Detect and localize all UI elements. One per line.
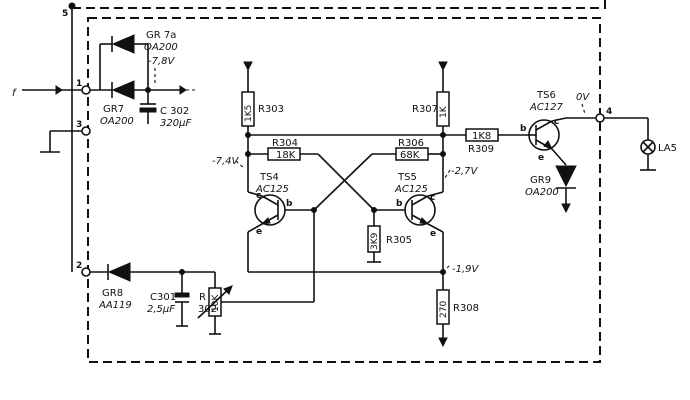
r307-name: R307 <box>412 104 438 115</box>
node-emitter-common <box>440 269 446 275</box>
ts6-type: AC127 <box>529 102 564 113</box>
capacitor-c301 <box>174 292 190 303</box>
wire-ts4-collector <box>247 191 263 197</box>
r304-value: 18K <box>276 150 296 161</box>
gr7a-name: GR 7a <box>146 30 176 41</box>
terminal-3-label: 3 <box>76 120 82 130</box>
ts4-pin-e: e <box>256 227 262 237</box>
wire-ts4-emitter-down <box>247 223 263 233</box>
lamp-la5 <box>640 139 656 155</box>
r302-wiper-arrowhead <box>223 285 233 295</box>
transistor-ts4 <box>254 194 286 226</box>
c301-name: C301 <box>150 292 176 303</box>
r307-value: 1K <box>439 105 449 118</box>
r306-name: R306 <box>398 138 424 149</box>
r308-value: 270 <box>439 301 449 318</box>
ts6-pin-b: b <box>520 124 527 134</box>
terminal-3 <box>81 126 91 136</box>
gr7-type: OA200 <box>100 116 134 127</box>
node-r306-right <box>440 151 446 157</box>
r302-name: R <box>199 292 206 303</box>
wire-ts6-emitter <box>551 148 567 166</box>
terminal-4-label: 4 <box>606 107 612 117</box>
ts4-type: AC125 <box>255 184 289 195</box>
ts6-name: TS6 <box>536 90 556 101</box>
terminal-1 <box>81 85 91 95</box>
gr7-name: GR7 <box>103 104 124 115</box>
r308-bottom-arrow <box>438 337 448 348</box>
ts5-pin-c: c <box>430 193 435 203</box>
transistor-ts6 <box>528 119 560 151</box>
diode-gr8 <box>107 262 131 282</box>
terminal-5-label: 5 <box>62 9 68 19</box>
zero-volt-label: 0V <box>576 92 590 103</box>
r307-top-arrow <box>438 61 448 72</box>
ts5-name: TS5 <box>397 172 417 183</box>
wire-ts6-collector-up <box>551 117 567 122</box>
minus-19v-label: -1,9V <box>452 264 480 275</box>
cross-wire-r306-to-ts4-base <box>313 153 373 211</box>
outer-dashed-border <box>72 0 606 9</box>
gr9-name: GR9 <box>530 175 551 186</box>
ts4-pin-c: c <box>256 191 261 201</box>
gr8-name: GR8 <box>102 288 123 299</box>
minus-74v-label: -7,4V <box>212 156 240 167</box>
r306-value: 68K <box>400 150 420 161</box>
r309-value: 1K8 <box>472 131 491 142</box>
module-dashed-box <box>87 17 601 363</box>
capacitor-c302 <box>139 103 157 113</box>
wire-ts5-collector <box>427 191 444 197</box>
minus-27v-label: -2,7V <box>451 166 479 177</box>
r305-value: 3K9 <box>370 232 380 250</box>
minus-78v-arrow <box>179 85 187 95</box>
diode-gr7a <box>111 34 135 54</box>
c302-name: C 302 <box>160 106 189 117</box>
minus-78v-label: -7,8V <box>148 56 176 67</box>
r303-value: 1K5 <box>244 105 254 122</box>
input-f-label: f <box>12 88 17 99</box>
r303-top-arrow <box>243 61 253 72</box>
r305-name: R305 <box>386 235 412 246</box>
transistor-ts5 <box>404 194 436 226</box>
wire-ts5-emitter-down <box>427 223 444 233</box>
r308-name: R308 <box>453 303 479 314</box>
ts4-name: TS4 <box>259 172 279 183</box>
gr8-type: AA119 <box>98 300 132 311</box>
terminal-2 <box>81 267 91 277</box>
cross-wire-r304-to-ts5-base <box>317 153 375 211</box>
gr7a-type: OA200 <box>144 42 178 53</box>
terminal-2-label: 2 <box>76 261 82 271</box>
lamp-la5-label: LA5 <box>658 143 677 154</box>
ts5-pin-b: b <box>396 199 403 209</box>
terminal-4 <box>595 113 605 123</box>
diode-gr9 <box>555 165 577 189</box>
ts5-type: AC125 <box>394 184 428 195</box>
r302-number: 302 <box>198 304 217 315</box>
r309-name: R309 <box>468 144 494 155</box>
r303-name: R303 <box>258 104 284 115</box>
c301-value: 2,5µF <box>147 304 175 315</box>
r302-value: 10K <box>211 294 221 312</box>
r304-name: R304 <box>272 138 298 149</box>
terminal-1-label: 1 <box>76 79 82 89</box>
ts4-pin-b: b <box>286 199 293 209</box>
ts5-pin-e: e <box>430 229 436 239</box>
ts6-pin-e: e <box>538 153 544 163</box>
gr9-type: OA200 <box>525 187 559 198</box>
c302-value: 320µF <box>160 118 191 129</box>
input-f-arrow <box>55 85 63 95</box>
zero-volt-dashed-leader <box>581 103 586 115</box>
minus-74v-dashed-leader <box>235 160 245 169</box>
gr9-bottom-arrow <box>561 203 571 214</box>
minus-27v-dashed-leader <box>444 169 451 179</box>
minus-19v-dashed-leader <box>446 263 452 269</box>
ts6-pin-c: c <box>554 117 559 127</box>
diode-gr7 <box>111 80 135 100</box>
